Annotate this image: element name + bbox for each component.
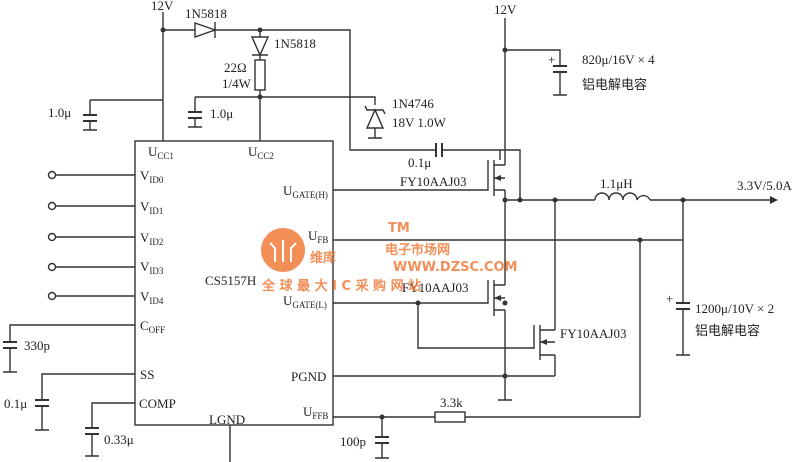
pin-vid4: VID4	[140, 289, 164, 306]
diode-label-2: 1N5818	[274, 36, 316, 51]
supply-12v-right: 12V	[494, 2, 517, 17]
cap-label-left: 1.0μ	[48, 105, 71, 120]
ic-name: CS5157H	[205, 273, 256, 288]
pin-vid2: VID2	[140, 230, 163, 247]
zener-label: 1N4746	[392, 96, 434, 111]
cap-label-boot: 0.1μ	[408, 155, 431, 170]
cap-in-label: 820μ/16V × 4	[582, 52, 655, 67]
resistor-3k3-label: 3.3k	[440, 395, 463, 410]
watermark-slogan: 全 球 最 大 I C 采 购 网 站	[261, 278, 421, 294]
polarity-plus-out: +	[666, 291, 673, 306]
mosfet-high	[333, 160, 506, 200]
ic-body	[134, 140, 334, 426]
zener-1n4746	[364, 105, 386, 129]
resistor-value: 22Ω	[224, 60, 247, 75]
cap-label-ss: 0.1μ	[4, 396, 27, 411]
cap-out-label: 1200μ/10V × 2	[695, 301, 774, 316]
output-label: 3.3V/5.0A	[737, 178, 793, 193]
resistor-power: 1/4W	[222, 76, 252, 91]
cap-label-coff: 330p	[24, 338, 50, 353]
pin-uffb: UFFB	[303, 404, 328, 421]
diode-1n5818-b	[250, 36, 270, 57]
pin-ucc2: UCC2	[248, 144, 274, 161]
pin-lgnd: LGND	[209, 412, 245, 427]
watermark: 维库 电子市场网 TM WWW.DZSC.COM 全 球 最 大 I C 采 购…	[261, 221, 517, 294]
supply-12v-left: 12V	[151, 0, 174, 13]
watermark-name: 电子市场网	[385, 242, 450, 258]
pin-ss: SS	[140, 367, 154, 382]
mosfet-low-1-label: FY10AAJ03	[402, 280, 468, 295]
pin-coff: COFF	[140, 318, 165, 335]
vid-pins: VID0 VID1 VID2 VID3 VID4	[47, 168, 164, 306]
cap-label-comp: 0.33μ	[104, 432, 134, 447]
mosfet-high-label: FY10AAJ03	[400, 174, 466, 189]
pin-ugate-h: UGATE(H)	[283, 183, 328, 200]
resistor-3k3	[434, 411, 466, 423]
pin-vid0: VID0	[140, 168, 164, 185]
pin-vid1: VID1	[140, 199, 163, 216]
cap-out-type: 铝电解电容	[695, 323, 760, 338]
pin-vid3: VID3	[140, 259, 164, 276]
resistor-22ohm	[254, 59, 266, 91]
polarity-plus: +	[548, 52, 555, 67]
pin-ugate-l: UGATE(L)	[283, 293, 327, 310]
diode-label-1: 1N5818	[185, 6, 227, 21]
inductor-label: 1.1μH	[600, 176, 633, 191]
cap-label-mid: 1.0μ	[210, 106, 233, 121]
inductor	[594, 192, 651, 201]
pin-ufb: UFB	[308, 228, 328, 245]
cap-in-type: 铝电解电容	[582, 77, 647, 92]
watermark-url: WWW.DZSC.COM	[393, 260, 517, 275]
diode-1n5818-a	[194, 22, 218, 38]
cap-label-ffb: 100p	[340, 434, 366, 449]
pin-pgnd: PGND	[291, 369, 326, 384]
mosfet-low-2	[417, 200, 556, 376]
watermark-tm: TM	[388, 221, 410, 236]
pin-comp: COMP	[139, 396, 176, 411]
pin-ucc1: UCC1	[148, 144, 174, 161]
mosfet-low-1	[333, 200, 506, 400]
mosfet-low-2-label: FY10AAJ03	[560, 326, 626, 341]
watermark-brand: 维库	[310, 250, 336, 266]
zener-rating: 18V 1.0W	[392, 115, 447, 130]
